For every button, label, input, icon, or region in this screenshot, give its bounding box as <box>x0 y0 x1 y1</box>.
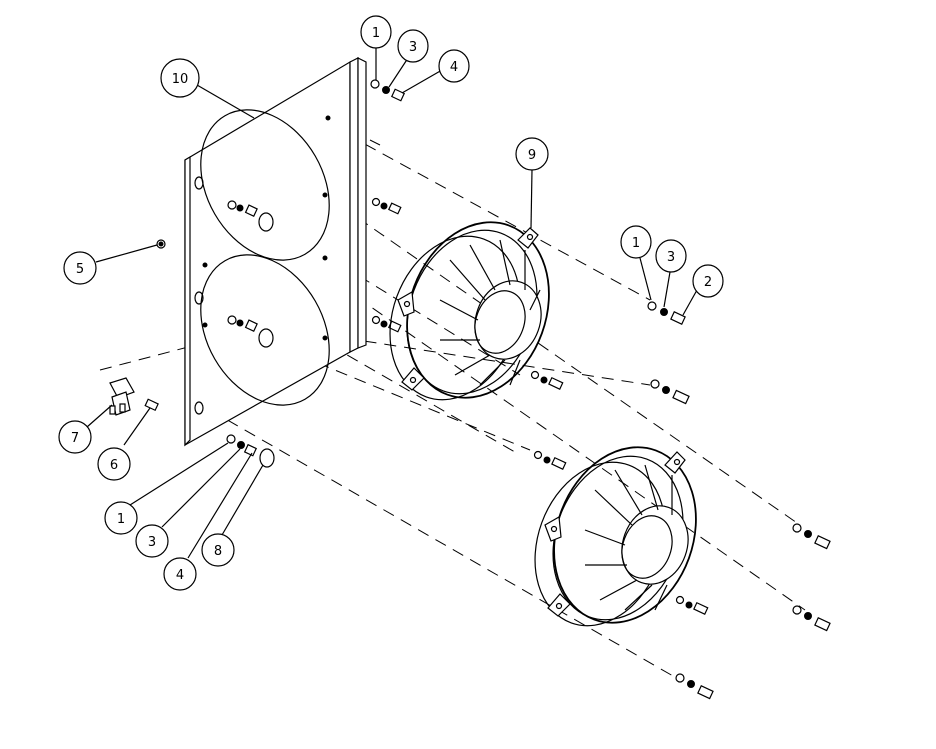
hardware-top <box>370 79 406 102</box>
svg-text:3: 3 <box>667 250 675 265</box>
hardware-left <box>109 239 166 416</box>
explode-lines <box>99 124 806 681</box>
svg-text:8: 8 <box>214 544 222 559</box>
hardware-right <box>647 301 690 405</box>
svg-text:5: 5 <box>76 262 84 277</box>
callout-1-top: 1 <box>360 15 392 49</box>
callout-8: 8 <box>201 533 235 567</box>
svg-text:6: 6 <box>110 458 118 473</box>
callout-1-right: 1 <box>620 225 652 259</box>
callout-6: 6 <box>97 447 131 481</box>
svg-text:1: 1 <box>372 26 380 41</box>
svg-text:3: 3 <box>148 535 156 550</box>
callout-5: 5 <box>63 251 97 285</box>
callout-3-top: 3 <box>397 29 429 63</box>
callout-9: 9 <box>515 137 549 171</box>
svg-text:1: 1 <box>632 236 640 251</box>
callout-1-bottom: 1 <box>104 501 138 535</box>
callout-3-bottom: 3 <box>135 524 169 558</box>
fan-shroud-plate <box>184 57 402 447</box>
callout-4-top: 4 <box>438 49 470 83</box>
svg-text:4: 4 <box>450 60 458 75</box>
fan-upper <box>389 221 567 470</box>
svg-text:9: 9 <box>528 148 536 163</box>
leader-lines <box>86 48 698 559</box>
svg-text:1: 1 <box>117 512 125 527</box>
svg-text:3: 3 <box>409 40 417 55</box>
callout-2: 2 <box>692 264 724 298</box>
svg-text:2: 2 <box>704 275 712 290</box>
callout-3-right: 3 <box>655 239 687 273</box>
callout-10: 10 <box>160 58 200 98</box>
hardware-bottom <box>226 434 275 468</box>
svg-text:4: 4 <box>176 568 184 583</box>
svg-text:10: 10 <box>172 72 189 87</box>
svg-text:7: 7 <box>71 431 79 446</box>
fan-lower <box>534 446 709 627</box>
callout-4-bottom: 4 <box>163 557 197 591</box>
hardware-far-right <box>675 523 831 700</box>
callout-7: 7 <box>58 420 92 454</box>
